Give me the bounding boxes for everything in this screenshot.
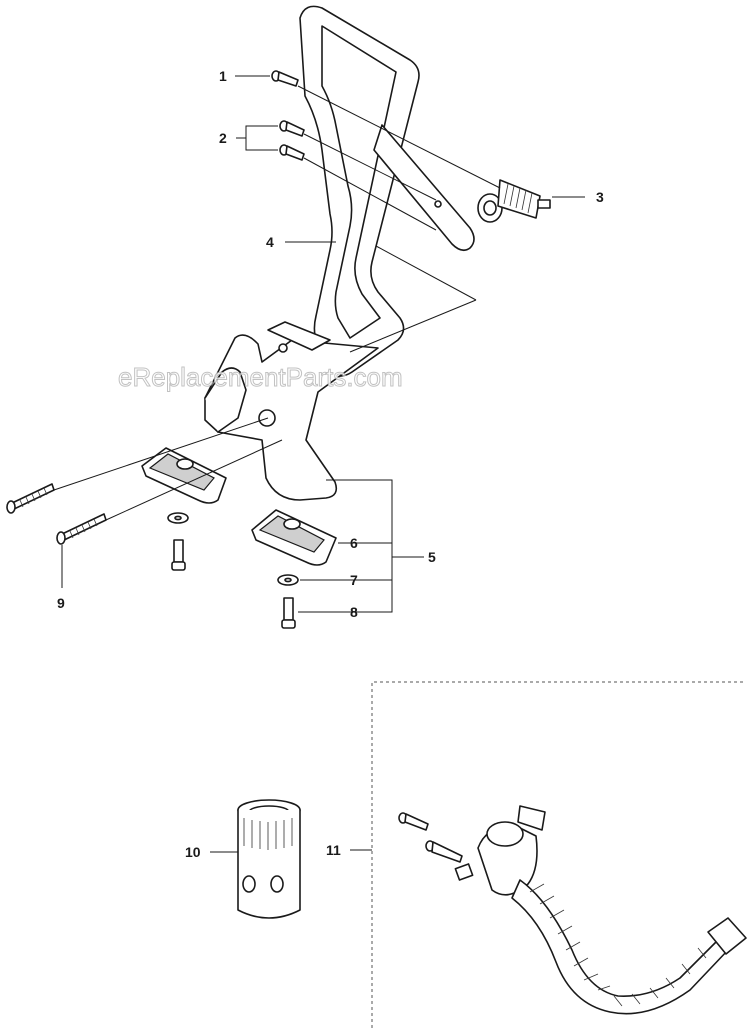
bracket-block-part: [204, 321, 379, 501]
handle-bar-part: [299, 5, 475, 377]
screw-part-1: [271, 70, 299, 87]
callout-6: 6: [350, 535, 358, 551]
callout-3: 3: [596, 189, 604, 205]
callout-11: 11: [326, 842, 341, 858]
hose-assembly-part: [398, 805, 747, 1015]
callout-2: 2: [219, 130, 227, 146]
watermark: eReplacementParts.com: [118, 362, 403, 392]
callout-10: 10: [185, 844, 201, 860]
bolt-right: [281, 597, 296, 629]
leader-lines: [53, 75, 585, 853]
sleeve-part: [237, 799, 301, 919]
rubber-pad-left: [141, 447, 227, 504]
screw-part-2-lower: [279, 144, 305, 161]
washer-left: [167, 512, 189, 524]
long-screw-upper: [6, 483, 55, 514]
callout-7: 7: [350, 572, 358, 588]
bolt-left: [171, 539, 186, 571]
rubber-pad-right: [251, 509, 337, 566]
callout-9: 9: [57, 595, 65, 611]
washer-right: [277, 574, 299, 586]
callout-1: 1: [219, 68, 227, 84]
long-screw-lower: [56, 513, 107, 545]
callout-8: 8: [350, 604, 358, 620]
kit-boundary-box: [371, 681, 746, 1028]
callout-5: 5: [428, 549, 436, 565]
callout-4: 4: [266, 234, 274, 250]
screw-part-2-upper: [279, 120, 305, 137]
spring-clamp-part: [477, 179, 551, 223]
